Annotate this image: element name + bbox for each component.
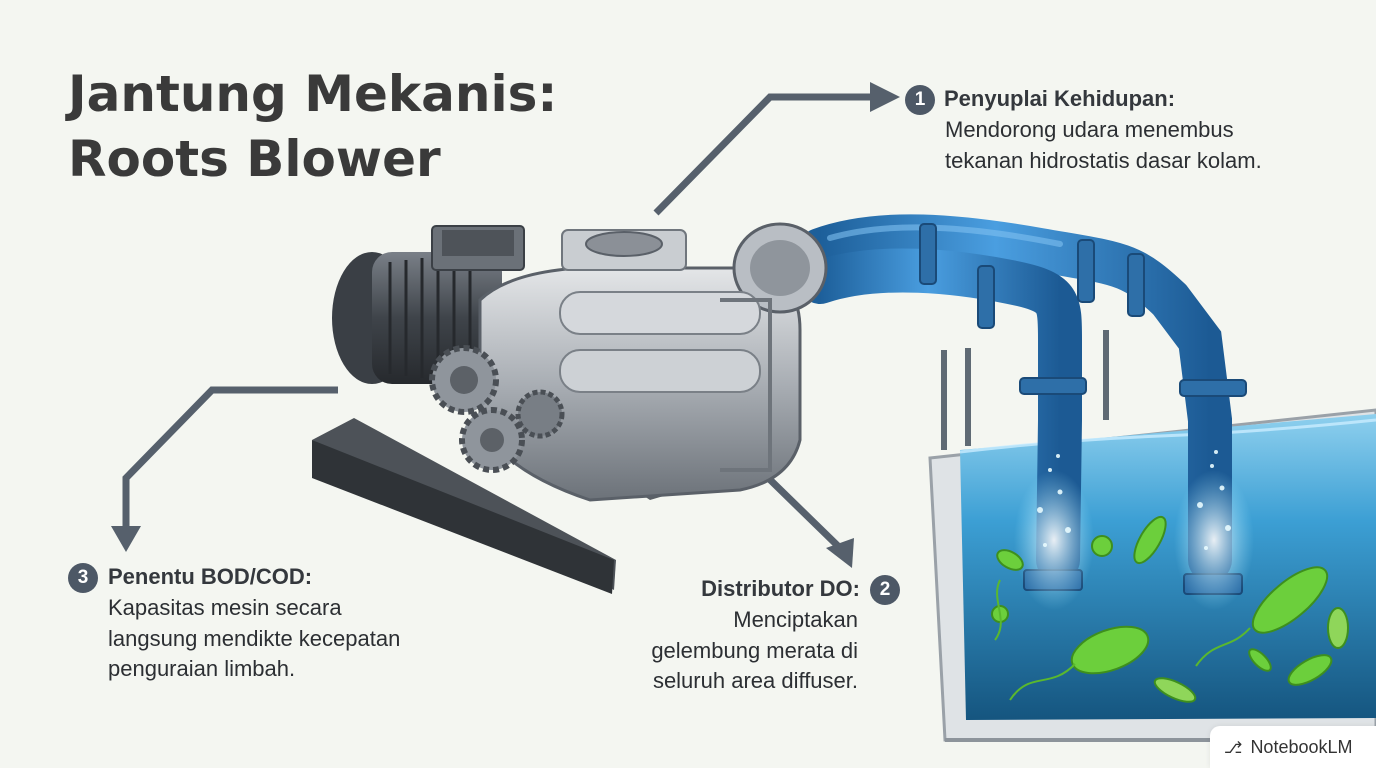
callout-2-heading-row: Distributor DO: 2 [600, 574, 900, 606]
callout-1-line-2: tekanan hidrostatis dasar kolam. [945, 147, 1262, 173]
callout-3-heading: Penentu BOD/COD: [108, 564, 313, 589]
notebooklm-watermark[interactable]: ⎇ NotebookLM [1210, 726, 1376, 768]
callout-1-body: Mendorong udara menembus tekanan hidrost… [905, 115, 1262, 176]
watermark-text: NotebookLM [1250, 737, 1353, 757]
roots-blower-housing [478, 222, 828, 502]
arrow-2-head [826, 538, 854, 568]
callout-1-heading-row: 1 Penyuplai Kehidupan: [905, 84, 1262, 116]
title-line-1: Jantung Mekanis: [68, 65, 558, 123]
air-bubbles [1014, 450, 1254, 610]
callout-2-number-badge: 2 [870, 575, 900, 606]
callout-2-line-1: Menciptakan [733, 607, 858, 633]
callout-3-line-1: Kapasitas mesin secara [108, 595, 342, 621]
callout-3-number-badge: 3 [68, 563, 98, 594]
callout-3-body: Kapasitas mesin secara langsung mendikte… [68, 593, 400, 684]
arrow-1 [653, 93, 872, 216]
arrow-3 [122, 386, 338, 528]
callout-3: 3 Penentu BOD/COD: Kapasitas mesin secara… [68, 562, 400, 684]
pipe-supports [941, 330, 1109, 450]
page-title: Jantung Mekanis: Roots Blower [68, 62, 557, 192]
bacteria [991, 515, 1349, 703]
callout-3-line-2: langsung mendikte kecepatan [108, 625, 401, 651]
callout-1-number-badge: 1 [905, 85, 935, 116]
electric-motor [332, 225, 525, 384]
callout-2-body: Menciptakan gelembung merata di seluruh … [600, 605, 900, 696]
callout-2-line-3: seluruh area diffuser. [652, 667, 858, 693]
title-line-2: Roots Blower [68, 130, 441, 188]
callout-3-heading-row: 3 Penentu BOD/COD: [68, 562, 400, 594]
callout-1: 1 Penyuplai Kehidupan: Mendorong udara me… [905, 84, 1262, 176]
bacteria-flagella [994, 579, 1251, 701]
callout-1-heading: Penyuplai Kehidupan: [944, 86, 1176, 111]
callout-2-line-2: gelembung merata di [651, 637, 858, 663]
callout-2-heading: Distributor DO: [701, 576, 860, 601]
callout-2: Distributor DO: 2 Menciptakan gelembung m… [600, 574, 900, 696]
arrow-1-head [870, 82, 900, 112]
timing-gears [429, 345, 565, 473]
notebooklm-logo-icon: ⎇ [1224, 740, 1243, 757]
arrow-3-head [111, 526, 141, 552]
air-pipes [798, 214, 1232, 582]
callout-3-line-3: penguraian limbah. [108, 655, 296, 681]
callout-1-line-1: Mendorong udara menembus [945, 117, 1234, 143]
